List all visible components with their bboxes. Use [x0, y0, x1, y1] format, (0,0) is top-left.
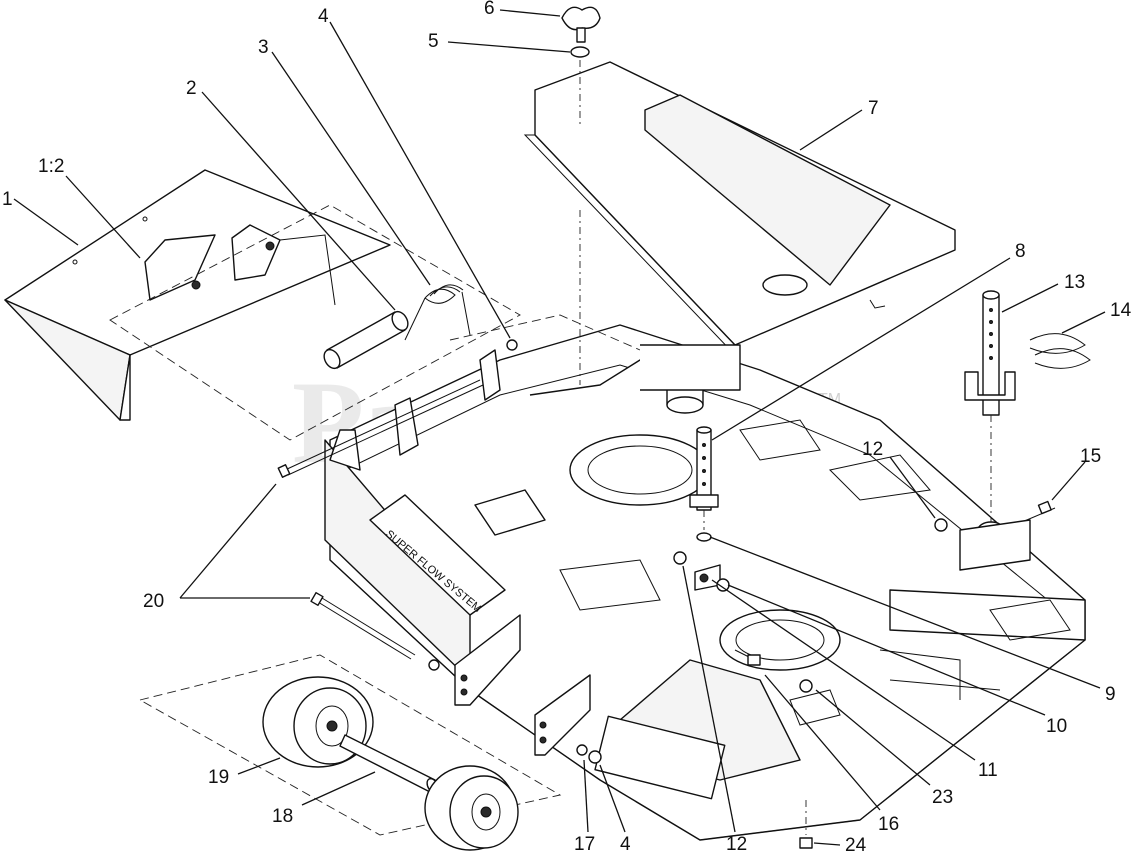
callout-15: 15 [1080, 446, 1101, 467]
callout-13: 13 [1064, 272, 1085, 293]
callout-2: 2 [186, 78, 197, 99]
long-bolts [277, 379, 484, 660]
callout-11: 11 [978, 760, 998, 781]
callout-9: 9 [1105, 684, 1116, 705]
callout-5: 5 [428, 31, 439, 52]
callout-12-bottom: 12 [726, 834, 747, 855]
bolt-24 [799, 800, 813, 849]
rear-socket [959, 519, 1031, 571]
bolt-15 [1014, 500, 1056, 526]
callout-14: 14 [1110, 300, 1132, 321]
callout-6: 6 [484, 0, 495, 19]
nut-top [506, 339, 518, 351]
callout-3: 3 [258, 37, 269, 58]
nut-12-a [673, 551, 687, 565]
washer-17 [576, 744, 588, 756]
callout-17: 17 [574, 834, 595, 855]
height-post-13 [964, 290, 1016, 416]
belt-cover [523, 61, 956, 357]
axle-18 [339, 734, 440, 795]
callout-20: 20 [143, 591, 164, 612]
roller-tube [323, 310, 409, 370]
callout-23: 23 [932, 787, 953, 808]
assembly-plane-3 [449, 314, 641, 351]
callout-1-2: 1:2 [38, 156, 64, 177]
assembly-plane-1 [109, 204, 521, 441]
callout-24: 24 [845, 835, 867, 856]
link-arm-11 [694, 564, 721, 591]
bolt-16 [734, 649, 761, 666]
callout-10: 10 [1046, 716, 1067, 737]
assembly-plane-2 [138, 654, 562, 836]
washer-9 [696, 532, 712, 542]
knob-6 [561, 6, 601, 43]
callout-4: 4 [318, 6, 329, 27]
nut-23 [799, 679, 813, 693]
nut-4-bottom [588, 750, 602, 764]
wheel-brackets [454, 614, 591, 756]
torsion-spring [404, 284, 471, 341]
callout-4-bottom: 4 [620, 834, 631, 855]
nut-12-b [934, 518, 948, 532]
callout-1: 1 [2, 189, 13, 210]
bracket-pair [144, 224, 336, 306]
washer-5 [570, 46, 590, 58]
decal-label [789, 689, 841, 726]
pulley-bracket [640, 344, 741, 414]
height-pin-8 [689, 426, 719, 511]
callout-18: 18 [272, 806, 293, 827]
callout-12-right: 12 [862, 439, 883, 460]
callout-8: 8 [1015, 241, 1026, 262]
hairpin-clips [1029, 333, 1091, 369]
callout-19: 19 [208, 767, 229, 788]
callout-7: 7 [868, 98, 879, 119]
rear-wheel-19 [424, 765, 519, 851]
callout-16: 16 [878, 814, 899, 835]
washer-20 [428, 659, 440, 671]
